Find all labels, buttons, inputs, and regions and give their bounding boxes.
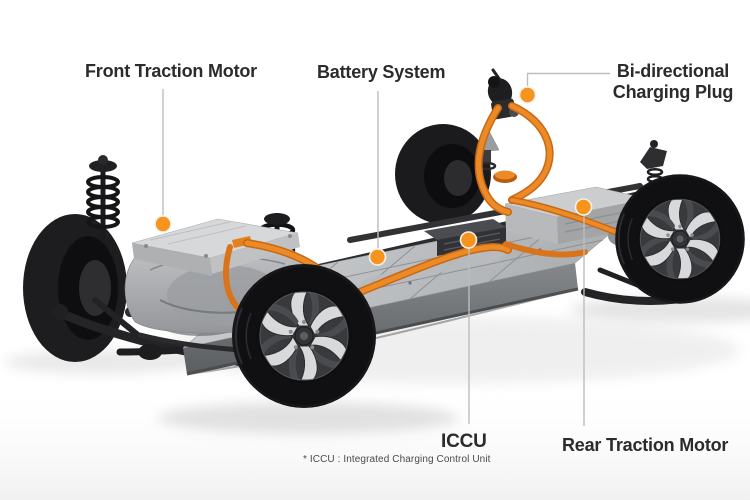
marker-dots <box>154 86 593 266</box>
rear-motor-marker-dot <box>574 198 593 216</box>
hv-cables <box>223 102 620 315</box>
front-left-wheel <box>23 214 127 362</box>
leader-lines <box>162 72 610 426</box>
charging-plug-marker-dot <box>518 86 537 104</box>
label-iccu: ICCU <box>441 431 487 452</box>
charging-plug-leader-line <box>526 72 610 86</box>
label-front-traction-motor: Front Traction Motor <box>85 61 257 81</box>
iccu-footnote: * ICCU : Integrated Charging Control Uni… <box>303 454 491 465</box>
battery-marker-dot <box>368 248 387 266</box>
rear-right-wheel <box>614 173 746 305</box>
label-rear-traction-motor: Rear Traction Motor <box>562 435 729 455</box>
front-right-wheel <box>230 262 378 410</box>
charging-plug-unit <box>487 68 519 120</box>
label-bidirectional-charging-plug: Bi-directional Charging Plug <box>612 61 734 102</box>
rear-left-wheel <box>395 124 491 224</box>
iccu-marker-dot <box>459 231 478 249</box>
label-battery-system: Battery System <box>317 62 446 82</box>
front-motor-marker-dot <box>154 215 172 233</box>
